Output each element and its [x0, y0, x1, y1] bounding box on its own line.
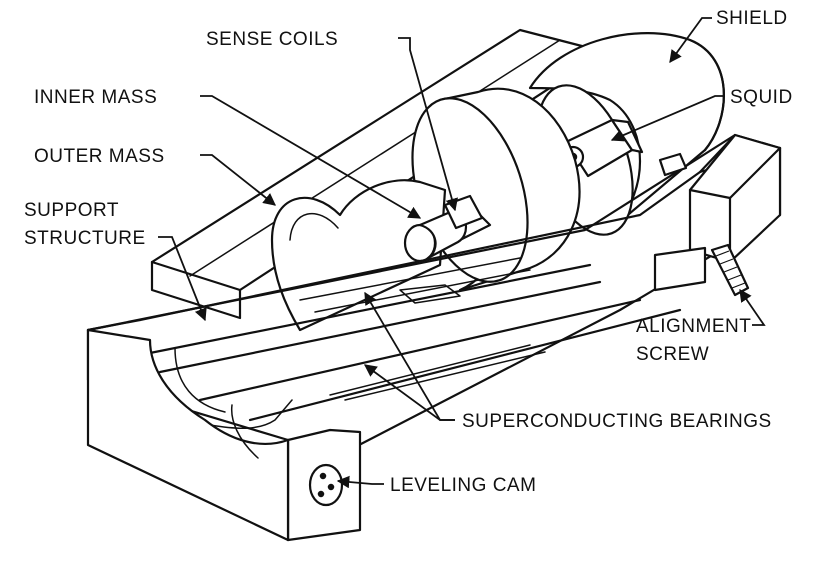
- leader-lines: [158, 17, 766, 489]
- front-end-block: [86, 328, 362, 542]
- apparatus-drawing: [86, 28, 782, 542]
- right-end-block: [653, 133, 782, 292]
- label-support-line1: SUPPORT: [24, 200, 119, 221]
- shield-bracket: [658, 152, 688, 177]
- outer-mass-shell: [270, 179, 447, 332]
- label-inner-mass: INNER MASS: [34, 87, 157, 108]
- label-leveling-cam: LEVELING CAM: [390, 475, 536, 496]
- labels: SHIELD SENSE COILS INNER MASS SQUID OUTE…: [24, 8, 793, 496]
- label-outer-mass: OUTER MASS: [34, 146, 165, 167]
- label-sense-coils: SENSE COILS: [206, 29, 338, 50]
- leveling-cam: [308, 463, 344, 507]
- label-alignment-line2: SCREW: [636, 344, 709, 365]
- label-alignment-line1: ALIGNMENT: [636, 316, 751, 337]
- label-shield: SHIELD: [716, 8, 788, 29]
- label-superconducting-bearings: SUPERCONDUCTING BEARINGS: [462, 411, 772, 432]
- inner-mass-rod: [403, 194, 492, 263]
- label-squid: SQUID: [730, 87, 793, 108]
- bearing-rails: [138, 257, 682, 422]
- alignment-screw: [710, 243, 750, 297]
- label-support-line2: STRUCTURE: [24, 228, 146, 249]
